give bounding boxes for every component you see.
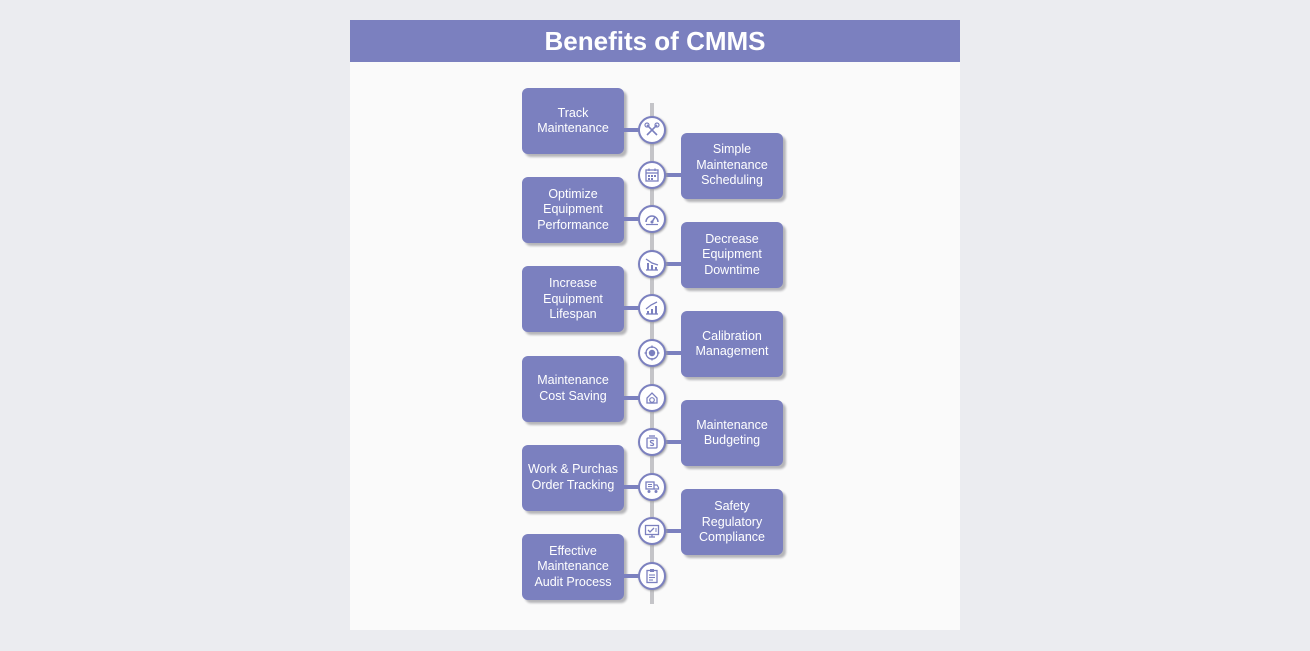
benefit-connector — [663, 261, 681, 266]
benefit-box-10: Safety Regulatory Compliance — [681, 489, 783, 556]
benefit-box-8: Maintenance Budgeting — [681, 400, 783, 467]
piggy-bank-icon — [646, 391, 658, 404]
truck-order-icon — [645, 481, 660, 493]
audit-clipboard-icon — [646, 569, 658, 584]
wrench-screwdriver-icon — [644, 122, 660, 136]
benefit-box-5: Increase Equipment Lifespan — [522, 266, 624, 333]
gauge-icon — [645, 215, 659, 226]
timeline-node — [638, 472, 666, 501]
timeline-node — [638, 249, 666, 278]
benefit-connector — [622, 306, 640, 311]
timeline-node — [638, 428, 666, 457]
timeline-node — [638, 562, 666, 590]
timeline-node — [638, 205, 666, 234]
target-icon — [644, 345, 660, 361]
timeline-node — [638, 339, 666, 367]
timeline-node — [638, 383, 666, 412]
benefit-box-1: Track Maintenance — [522, 88, 624, 154]
page-title: Benefits of CMMS — [350, 20, 960, 62]
benefit-box-4: Decrease Equipment Downtime — [681, 221, 783, 288]
declining-chart-icon — [645, 258, 659, 271]
timeline-node — [638, 517, 666, 546]
benefit-box-3: Optimize Equipment Performance — [522, 177, 624, 244]
benefit-connector — [663, 351, 681, 355]
benefit-connector — [622, 484, 640, 489]
timeline-node — [638, 160, 666, 189]
benefit-box-11: Effective Maintenance Audit Process — [522, 534, 624, 600]
rising-chart-icon — [645, 301, 658, 316]
timeline-node — [638, 294, 666, 323]
money-icon — [646, 435, 658, 449]
benefit-connector — [663, 529, 681, 534]
benefit-box-2: Simple Maintenance Scheduling — [681, 132, 783, 199]
benefit-box-6: Calibration Management — [681, 311, 783, 377]
benefit-connector — [663, 440, 681, 445]
timeline-node — [638, 116, 666, 144]
benefit-connector — [622, 217, 640, 222]
benefit-box-9: Work & Purchas Order Tracking — [522, 444, 624, 511]
benefit-connector — [622, 395, 640, 400]
benefit-connector — [663, 172, 681, 177]
calendar-icon — [645, 168, 659, 182]
benefit-connector — [622, 128, 640, 132]
monitor-checklist-icon — [644, 525, 660, 539]
benefit-box-7: Maintenance Cost Saving — [522, 355, 624, 422]
benefit-connector — [622, 574, 640, 578]
